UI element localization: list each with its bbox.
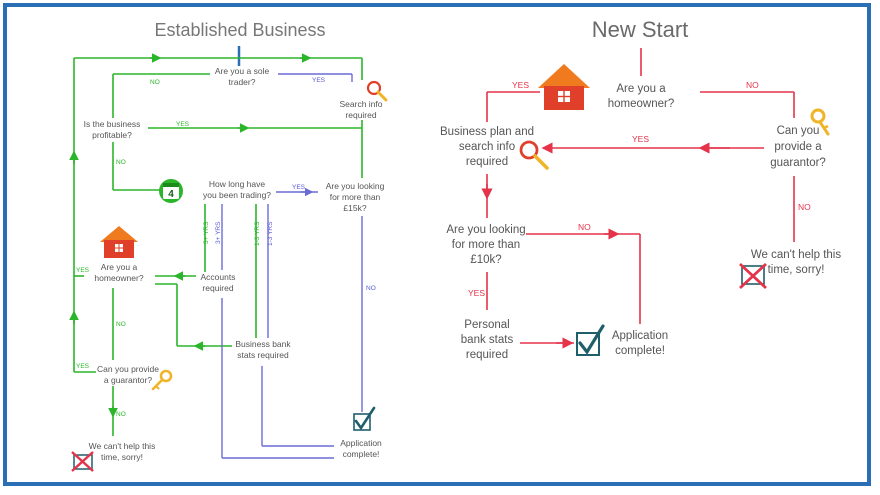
r-node-plan-1: Business plan and (440, 126, 534, 138)
right-nodes: Are you a homeowner? Business plan and s… (440, 83, 841, 361)
r-label-yes-guar: YES (632, 134, 649, 144)
node-bank-2: stats required (237, 350, 289, 360)
key-icon-left (151, 369, 173, 391)
r-label-no-guar: NO (798, 202, 811, 212)
r-node-looking-1: Are you looking (446, 224, 525, 236)
r-node-homeowner-2: homeowner? (608, 98, 674, 110)
cross-box-icon-left (71, 451, 94, 472)
right-title: New Start (592, 17, 689, 42)
calendar-icon: 4 (159, 179, 183, 203)
right-red-arrows (481, 142, 730, 349)
r-node-looking-2: for more than (452, 239, 520, 251)
label-13yrs-blue: 1-3 YRS (267, 221, 274, 246)
search-icon-right (519, 140, 549, 170)
key-icon-right (810, 108, 830, 136)
node-looking-2: for more than (330, 192, 381, 202)
r-label-no-looking: NO (578, 222, 591, 232)
label-no-guar: NO (116, 411, 126, 418)
label-yes-home: YES (76, 267, 90, 274)
node-cant-help-2: time, sorry! (101, 452, 143, 462)
node-sole-trader-1: Are you a sole (215, 66, 270, 76)
diagram-frame (3, 3, 871, 486)
label-no-sole: NO (150, 79, 160, 86)
r-node-guar-3: guarantor? (770, 157, 826, 169)
r-label-yes-looking: YES (468, 288, 485, 298)
label-yes-howlong: YES (292, 184, 306, 191)
node-guarantor-2: a guarantor? (104, 375, 152, 385)
check-box-icon-right (576, 324, 605, 356)
r-node-bank-1: Personal (464, 319, 509, 331)
node-how-long-1: How long have (209, 179, 266, 189)
node-sole-trader-2: trader? (229, 77, 256, 87)
label-13yrs-green: 1-3 YRS (254, 221, 261, 246)
left-blue-connectors (221, 73, 363, 459)
r-node-plan-3: required (466, 156, 508, 168)
r-node-cant-help-1: We can't help this (751, 249, 841, 261)
label-no-home: NO (116, 321, 126, 328)
label-no-looking: NO (366, 285, 376, 292)
node-accounts-2: required (202, 283, 233, 293)
r-node-complete-2: complete! (615, 345, 665, 357)
r-node-bank-3: required (466, 349, 508, 361)
node-bank-1: Business bank (235, 339, 291, 349)
r-node-complete-1: Application (612, 330, 668, 342)
cross-box-icon-right (739, 262, 767, 290)
node-complete-2: complete! (343, 449, 380, 459)
right-red-connectors (486, 48, 795, 344)
label-3yrs-blue: 3+ YRS (215, 221, 222, 244)
node-homeowner-2: homeowner? (94, 273, 143, 283)
node-profitable-1: Is the business (84, 119, 141, 129)
check-box-icon-left (353, 406, 376, 431)
node-search-info-2: required (345, 110, 376, 120)
node-how-long-2: you been trading? (203, 190, 271, 200)
r-node-bank-2: bank stats (461, 334, 514, 346)
node-cant-help-1: We can't help this (89, 441, 156, 451)
node-profitable-2: profitable? (92, 130, 132, 140)
r-node-plan-2: search info (459, 141, 515, 153)
r-node-cant-help-2: time, sorry! (768, 264, 825, 276)
node-guarantor-1: Can you provide (97, 364, 159, 374)
label-yes-sole: YES (312, 77, 326, 84)
r-label-no-home: NO (746, 80, 759, 90)
calendar-number: 4 (168, 189, 174, 200)
label-yes-guar: YES (76, 363, 90, 370)
left-labels: NO YES YES NO YES NO YES NO YES NO 3+ YR… (76, 77, 376, 418)
node-looking-1: Are you looking (326, 181, 385, 191)
left-title: Established Business (154, 20, 325, 40)
node-homeowner-1: Are you a (101, 262, 138, 272)
label-3yrs-green: 3+ YRS (203, 221, 210, 244)
node-accounts-1: Accounts (201, 272, 236, 282)
search-icon-left (366, 80, 388, 102)
node-search-info-1: Search info (340, 99, 383, 109)
r-node-guar-1: Can you (777, 125, 820, 137)
right-labels: YES NO YES NO YES NO (468, 80, 811, 298)
left-nodes: Are you a sole trader? Search info requi… (84, 66, 385, 462)
label-yes-profit: YES (176, 121, 190, 128)
node-complete-1: Application (340, 438, 382, 448)
r-node-looking-3: £10k? (470, 254, 501, 266)
r-node-guar-2: provide a (774, 141, 822, 153)
house-icon-right (538, 64, 590, 110)
left-green-arrows (69, 53, 312, 418)
label-no-profit: NO (116, 159, 126, 166)
r-node-homeowner-1: Are you a (616, 83, 666, 95)
house-icon-left (100, 226, 138, 258)
node-looking-3: £15k? (343, 203, 366, 213)
r-label-yes-home: YES (512, 80, 529, 90)
